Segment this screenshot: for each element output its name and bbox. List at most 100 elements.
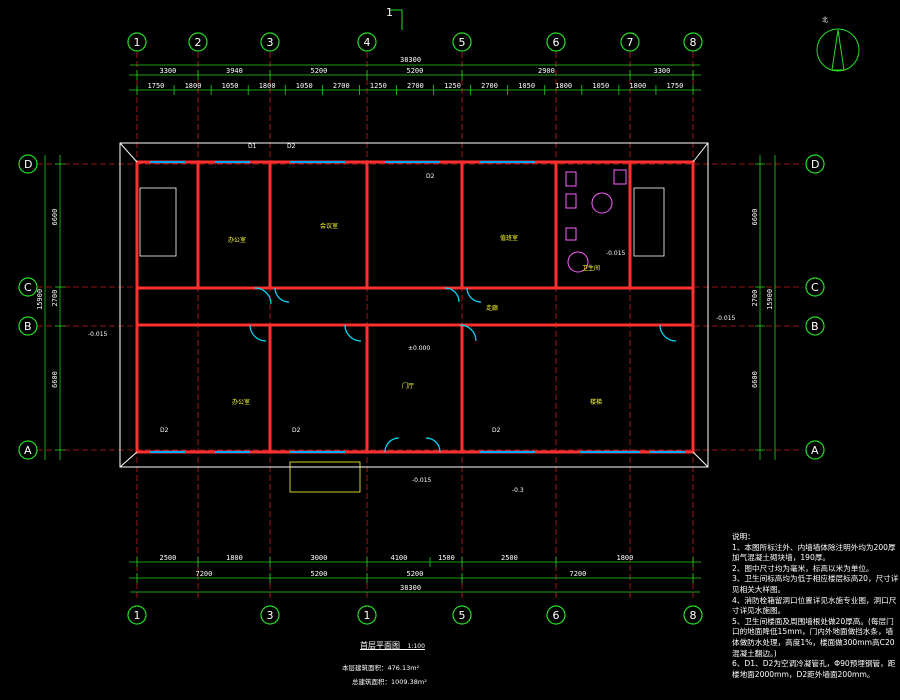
section-marker: 1 (386, 6, 403, 30)
grid-bubble-bottom (452, 605, 472, 625)
drawing-title: 首层平面图 1:100 (360, 640, 425, 651)
grid-label-top: 8 (690, 36, 697, 49)
grid-label-top: 6 (553, 36, 560, 49)
north-marker-label: 北 (822, 16, 828, 24)
room-labels: 办公室 会议室 走廊 门厅 办公室 值班室 卫生间 楼梯 (228, 222, 602, 406)
dimension-label: 1050 (296, 82, 313, 90)
grid-label-top: 7 (627, 36, 634, 49)
doors (249, 287, 677, 453)
dimension-label: 3000 (311, 554, 328, 562)
room-label: 办公室 (228, 236, 246, 244)
area-line-2: 总建筑面积：1009.38m² (352, 678, 427, 686)
grid-label-side: B (24, 320, 32, 333)
dimension-label: 5200 (311, 570, 328, 578)
elevation-label: -0.015 (716, 315, 736, 322)
dimension-label: 1250 (370, 82, 387, 90)
grid-label-side: B (811, 320, 819, 333)
room-label: 值班室 (500, 234, 518, 242)
grid-bubble-side (805, 316, 825, 336)
grid-label-side: C (811, 281, 819, 294)
section-marker-label: 1 (386, 6, 393, 19)
room-label: 门厅 (402, 382, 414, 390)
grid-bubble-side (805, 277, 825, 297)
drawing-title-text: 首层平面图 (360, 641, 400, 650)
grid-label-bottom: 8 (690, 609, 697, 622)
grid-bubble-side (18, 154, 38, 174)
windows (150, 161, 685, 453)
dimension-label: 2700 (481, 82, 498, 90)
grid-bubble-top (683, 32, 703, 52)
dimension-label: 1050 (518, 82, 535, 90)
grid-bubble-top (127, 32, 147, 52)
grid-label-side: C (24, 281, 32, 294)
note-item: 1、本图所标注外、内墙墙体除注明外均为200厚加气混凝土砌块墙，190厚。 (732, 542, 896, 563)
d2-label: D2 (160, 427, 169, 434)
total-dimension-label: 15900 (766, 289, 774, 310)
note-item: 3、卫生间标高均为低于相应楼层标高20，尺寸详见相关大样图。 (732, 574, 899, 594)
grid-bubble-top (452, 32, 472, 52)
d2-label: D2 (492, 427, 501, 434)
total-dimension-label: 15900 (36, 289, 44, 310)
grid-bubble-bottom (683, 605, 703, 625)
grid-label-top: 1 (134, 36, 141, 49)
dimension-label: 1750 (666, 82, 683, 90)
dimension-label: 2700 (333, 82, 350, 90)
grid-bubble-side (18, 277, 38, 297)
elevation-label: -0.015 (88, 331, 108, 338)
room-label: 楼梯 (590, 398, 602, 406)
grid-label-top: 5 (459, 36, 466, 49)
dimension-label: 5200 (311, 67, 328, 75)
stairs (139, 187, 665, 493)
dimension-label: 3940 (226, 67, 243, 75)
grid-label-side: A (24, 444, 32, 457)
dimension-label: 1800 (617, 554, 634, 562)
room-label: 办公室 (232, 398, 250, 406)
dimension-label: 1800 (555, 82, 572, 90)
grid-bubble-side (805, 440, 825, 460)
total-dimension-label: 38300 (400, 56, 421, 64)
grid-bubble-top (357, 32, 377, 52)
notes-heading: 说明： (732, 532, 755, 541)
grid-bubble-top (620, 32, 640, 52)
dimension-label: 5200 (407, 570, 424, 578)
dimension-label: 2700 (751, 290, 759, 307)
grid-label-bottom: 3 (267, 609, 274, 622)
elevation-label: -0.015 (412, 477, 432, 484)
grid-bubble-bottom (357, 605, 377, 625)
grid-bubble-top (260, 32, 280, 52)
note-item: 4、消防栓箱留洞口位置详见水施专业图，洞口尺寸详见水施图。 (732, 595, 897, 616)
exterior-walls (119, 142, 709, 468)
grid-label-side: A (811, 444, 819, 457)
grid-label-bottom: 6 (553, 609, 560, 622)
dimension-label: 4100 (391, 554, 408, 562)
dimension-label: 1050 (592, 82, 609, 90)
grid-bubble-top (188, 32, 208, 52)
dimension-label: 3300 (654, 67, 671, 75)
grid-bubble-side (18, 316, 38, 336)
elevation-label: -0.3 (512, 487, 524, 494)
dimension-label: 6600 (751, 371, 759, 388)
dimension-label: 6600 (751, 209, 759, 226)
dimension-label: 2500 (501, 554, 518, 562)
grid-label-bottom: 1 (364, 609, 371, 622)
grid-bubble-bottom (260, 605, 280, 625)
drawing-scale: 1:100 (407, 643, 425, 650)
dimension-label: 6600 (51, 209, 59, 226)
dimension-label: 1750 (148, 82, 165, 90)
dimension-label: 7200 (570, 570, 587, 578)
toilet-fixtures (565, 169, 627, 273)
dimension-label: 1050 (222, 82, 239, 90)
dimension-label: 2700 (407, 82, 424, 90)
north-arrow-icon: 北 (816, 16, 860, 72)
grid-bubble-bottom (127, 605, 147, 625)
d1-label: D1 (248, 143, 257, 150)
notes-block: 说明： 1、本图所标注外、内墙墙体除注明外均为200厚加气混凝土砌块墙，190厚… (732, 532, 900, 680)
room-label: 卫生间 (582, 264, 600, 272)
grid-label-top: 3 (267, 36, 274, 49)
grid-bubble-top (546, 32, 566, 52)
d2-label: D2 (287, 143, 296, 150)
dimension-label: 1800 (226, 554, 243, 562)
